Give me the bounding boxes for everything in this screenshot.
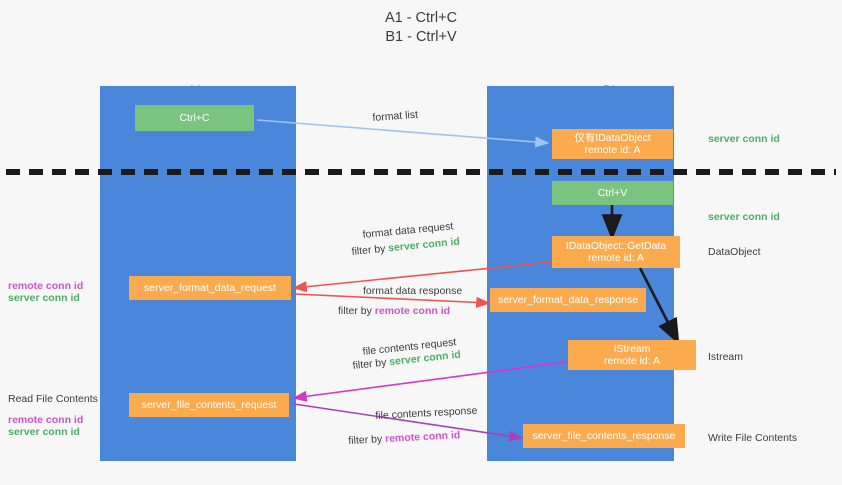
filter-prefix: filter by xyxy=(352,356,390,372)
node-idataobject-getdata[interactable]: IDataObject::GetData remote id: A xyxy=(552,236,680,268)
node-idataobject-remote[interactable]: 仅有IDataObject remote id: A xyxy=(552,129,673,159)
node-istream[interactable]: IStream remote id: A xyxy=(568,340,696,370)
filter-prefix: filter by xyxy=(348,433,386,447)
node-server-format-data-response[interactable]: server_format_data_response xyxy=(490,288,646,312)
edge-label-file-contents-response: file contents response xyxy=(375,404,478,422)
node-idataobject-getdata-line1: IDataObject::GetData xyxy=(565,239,667,252)
node-ctrl-v-line1: Ctrl+V xyxy=(597,186,628,199)
left-label-read-file-contents: Read File Contents xyxy=(8,393,98,405)
node-server-file-contents-request-line1: server_file_contents_request xyxy=(141,398,277,411)
right-label-server-conn-id-1: server conn id xyxy=(708,133,780,145)
left-label-server-conn-id-2: server conn id xyxy=(8,426,80,438)
left-label-server-conn-id-1: server conn id xyxy=(8,292,80,304)
node-ctrl-c[interactable]: Ctrl+C xyxy=(135,105,254,131)
node-server-format-data-request-line1: server_format_data_request xyxy=(144,281,276,294)
filter-prefix: filter by xyxy=(351,242,389,258)
edge-label-format-list: format list xyxy=(372,108,419,124)
right-label-dataobject: DataObject xyxy=(708,246,761,258)
filter-value-remote-conn-id: remote conn id xyxy=(384,429,461,446)
filter-prefix: filter by xyxy=(338,305,375,317)
right-label-server-conn-id-2: server conn id xyxy=(708,211,780,223)
node-ctrl-v[interactable]: Ctrl+V xyxy=(552,181,673,205)
node-server-format-data-response-line1: server_format_data_response xyxy=(497,293,639,306)
right-label-istream: Istream xyxy=(708,351,744,363)
node-ctrl-c-line1: Ctrl+C xyxy=(179,111,210,124)
right-label-write-file-contents: Write File Contents xyxy=(708,432,798,444)
left-label-remote-conn-id-2: remote conn id xyxy=(8,414,84,426)
edge-label-format-data-response: format data response xyxy=(363,285,463,297)
node-server-file-contents-response[interactable]: server_file_contents_response xyxy=(523,424,685,448)
node-idataobject-remote-line1: 仅有IDataObject xyxy=(574,131,651,144)
node-idataobject-remote-line2: remote id: A xyxy=(584,144,641,156)
node-istream-line2: remote id: A xyxy=(603,355,661,367)
node-server-file-contents-response-line1: server_file_contents_response xyxy=(532,429,676,442)
node-idataobject-getdata-line2: remote id: A xyxy=(587,252,645,264)
filter-value-remote-conn-id: remote conn id xyxy=(374,305,451,317)
left-label-remote-conn-id-1: remote conn id xyxy=(8,280,84,292)
edge-label-format-data-response-filter: filter by remote conn id xyxy=(338,304,450,318)
edge-label-file-contents-response-filter: filter by remote conn id xyxy=(348,428,461,448)
node-server-file-contents-request[interactable]: server_file_contents_request xyxy=(129,393,289,417)
node-istream-line1: IStream xyxy=(613,342,651,355)
node-server-format-data-request[interactable]: server_format_data_request xyxy=(129,276,291,300)
diagram-title: A1 - Ctrl+C B1 - Ctrl+V xyxy=(384,10,458,45)
